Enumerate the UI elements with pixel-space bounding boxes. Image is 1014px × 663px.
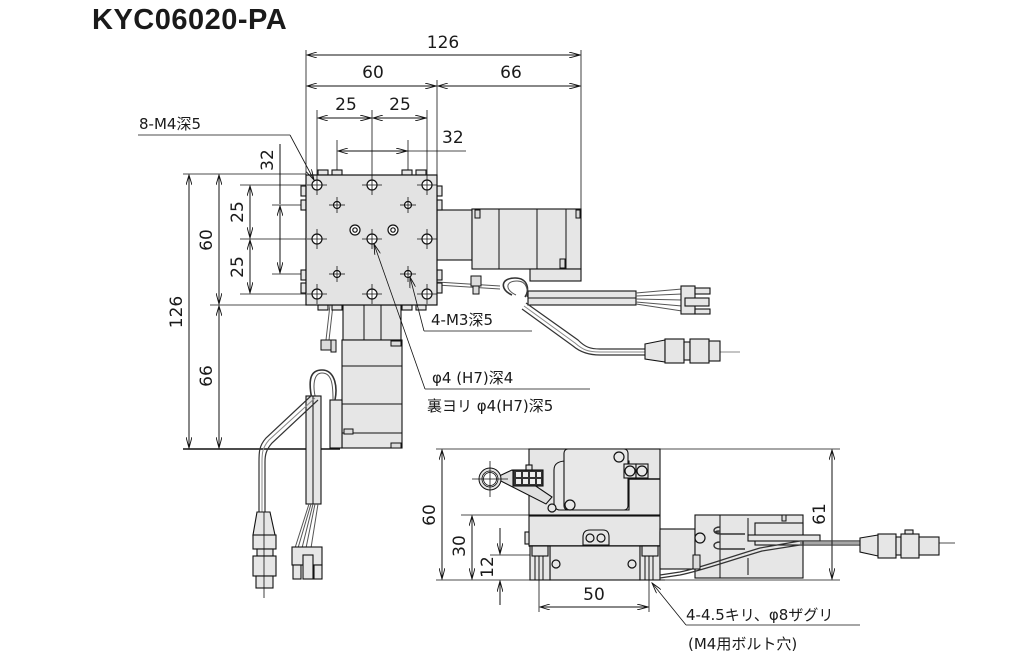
callout-m3-holes: 4-M3深5 xyxy=(431,311,493,329)
dim-overall-width: 126 xyxy=(427,33,459,53)
dim-side-motor-height: 61 xyxy=(810,503,830,525)
connector-x-axis-round xyxy=(664,338,685,364)
dim-side-base-height: 30 xyxy=(450,535,470,557)
motor-x-axis xyxy=(436,208,740,364)
dim-side-mount-pitch: 50 xyxy=(583,585,605,605)
dim-inner-pitch-horizontal: 32 xyxy=(442,128,464,148)
side-connector-round xyxy=(877,533,897,559)
dim-side-mount-height: 12 xyxy=(478,556,498,578)
top-view: 126 60 66 25 25 32 126 60 66 25 xyxy=(138,33,740,598)
callout-mount-holes-note: (M4用ボルト穴) xyxy=(688,635,797,653)
dim-side-total-height: 60 xyxy=(420,504,440,526)
connector-y-axis-round xyxy=(252,534,277,550)
model-title: KYC06020-PA xyxy=(92,4,288,36)
dim-stage-width: 60 xyxy=(362,63,384,83)
dim-stage-height: 60 xyxy=(197,229,217,251)
dim-motor-width: 66 xyxy=(500,63,522,83)
dim-hole-pitch-left: 25 xyxy=(335,95,357,115)
dim-motor-height: 66 xyxy=(197,365,217,387)
side-base xyxy=(549,545,641,581)
side-motor-cover xyxy=(563,448,629,511)
callout-pin-hole-front: φ4 (H7)深4 xyxy=(432,369,513,387)
side-view: 60 30 12 50 61 xyxy=(420,448,955,653)
callout-pin-hole-back: 裏ヨリ φ4(H7)深5 xyxy=(427,397,553,415)
callout-m4-holes: 8-M4深5 xyxy=(139,115,201,133)
dim-hole-pitch-upper: 25 xyxy=(228,201,248,223)
dim-overall-height: 126 xyxy=(167,296,187,328)
dim-hole-pitch-right: 25 xyxy=(389,95,411,115)
callout-mount-holes: 4-4.5キリ、φ8ザグリ xyxy=(686,606,833,624)
dim-hole-pitch-lower: 25 xyxy=(228,256,248,278)
side-motor-x-axis xyxy=(659,514,955,579)
dim-inner-pitch-vertical: 32 xyxy=(258,149,278,171)
motor-y-axis xyxy=(252,304,403,598)
stage-top xyxy=(300,169,443,311)
